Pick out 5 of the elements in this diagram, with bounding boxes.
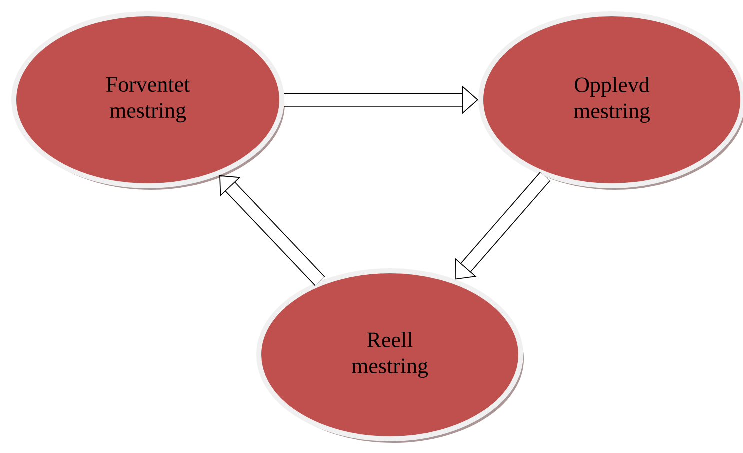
ellipse-node: Forventet mestring bbox=[12, 12, 285, 190]
block-arrow bbox=[455, 172, 550, 280]
ellipse-node: Opplevd mestring bbox=[478, 12, 743, 190]
ellipse-node: Reell mestring bbox=[256, 268, 524, 443]
block-arrow bbox=[220, 175, 326, 286]
